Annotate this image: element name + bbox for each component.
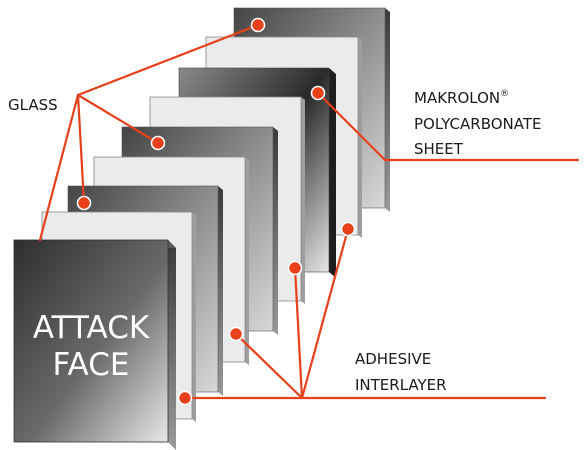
adhesive-marker-2: [228, 326, 244, 342]
adhesive-leader-3: [300, 227, 350, 400]
glass-leader-back: [76, 23, 260, 97]
registered-mark: ®: [500, 89, 509, 99]
glass-label: GLASS: [8, 96, 58, 114]
glass-marker-3: [150, 135, 166, 151]
layer-attack-face: ATTACK FACE: [13, 239, 176, 450]
glass-leader-front: [38, 93, 80, 242]
adhesive-marker-1: [177, 390, 193, 406]
leader-lines: [38, 23, 580, 400]
polycarbonate-leader: [316, 91, 580, 162]
makrolon-label-line3: SHEET: [414, 140, 464, 158]
adhesive-label-line1: ADHESIVE: [355, 350, 431, 368]
glass-leader-2: [76, 93, 86, 205]
polycarbonate-marker: [310, 85, 326, 101]
glass-marker-back: [250, 17, 266, 33]
adhesive-marker-3: [287, 260, 303, 276]
leader-markers: [76, 17, 356, 406]
adhesive-label-line2: INTERLAYER: [355, 376, 447, 394]
adhesive-leader-1: [234, 332, 304, 400]
glass-leader-3: [76, 93, 160, 145]
makrolon-label-line2: POLYCARBONATE: [414, 115, 542, 133]
attack-face-label-line1: ATTACK: [33, 310, 150, 346]
attack-face-label-line2: FACE: [53, 347, 130, 383]
adhesive-marker-4: [340, 221, 356, 237]
glass-marker-2: [76, 195, 92, 211]
makrolon-label-line1: MAKROLON®: [414, 89, 509, 107]
adhesive-leader-2: [293, 266, 304, 400]
